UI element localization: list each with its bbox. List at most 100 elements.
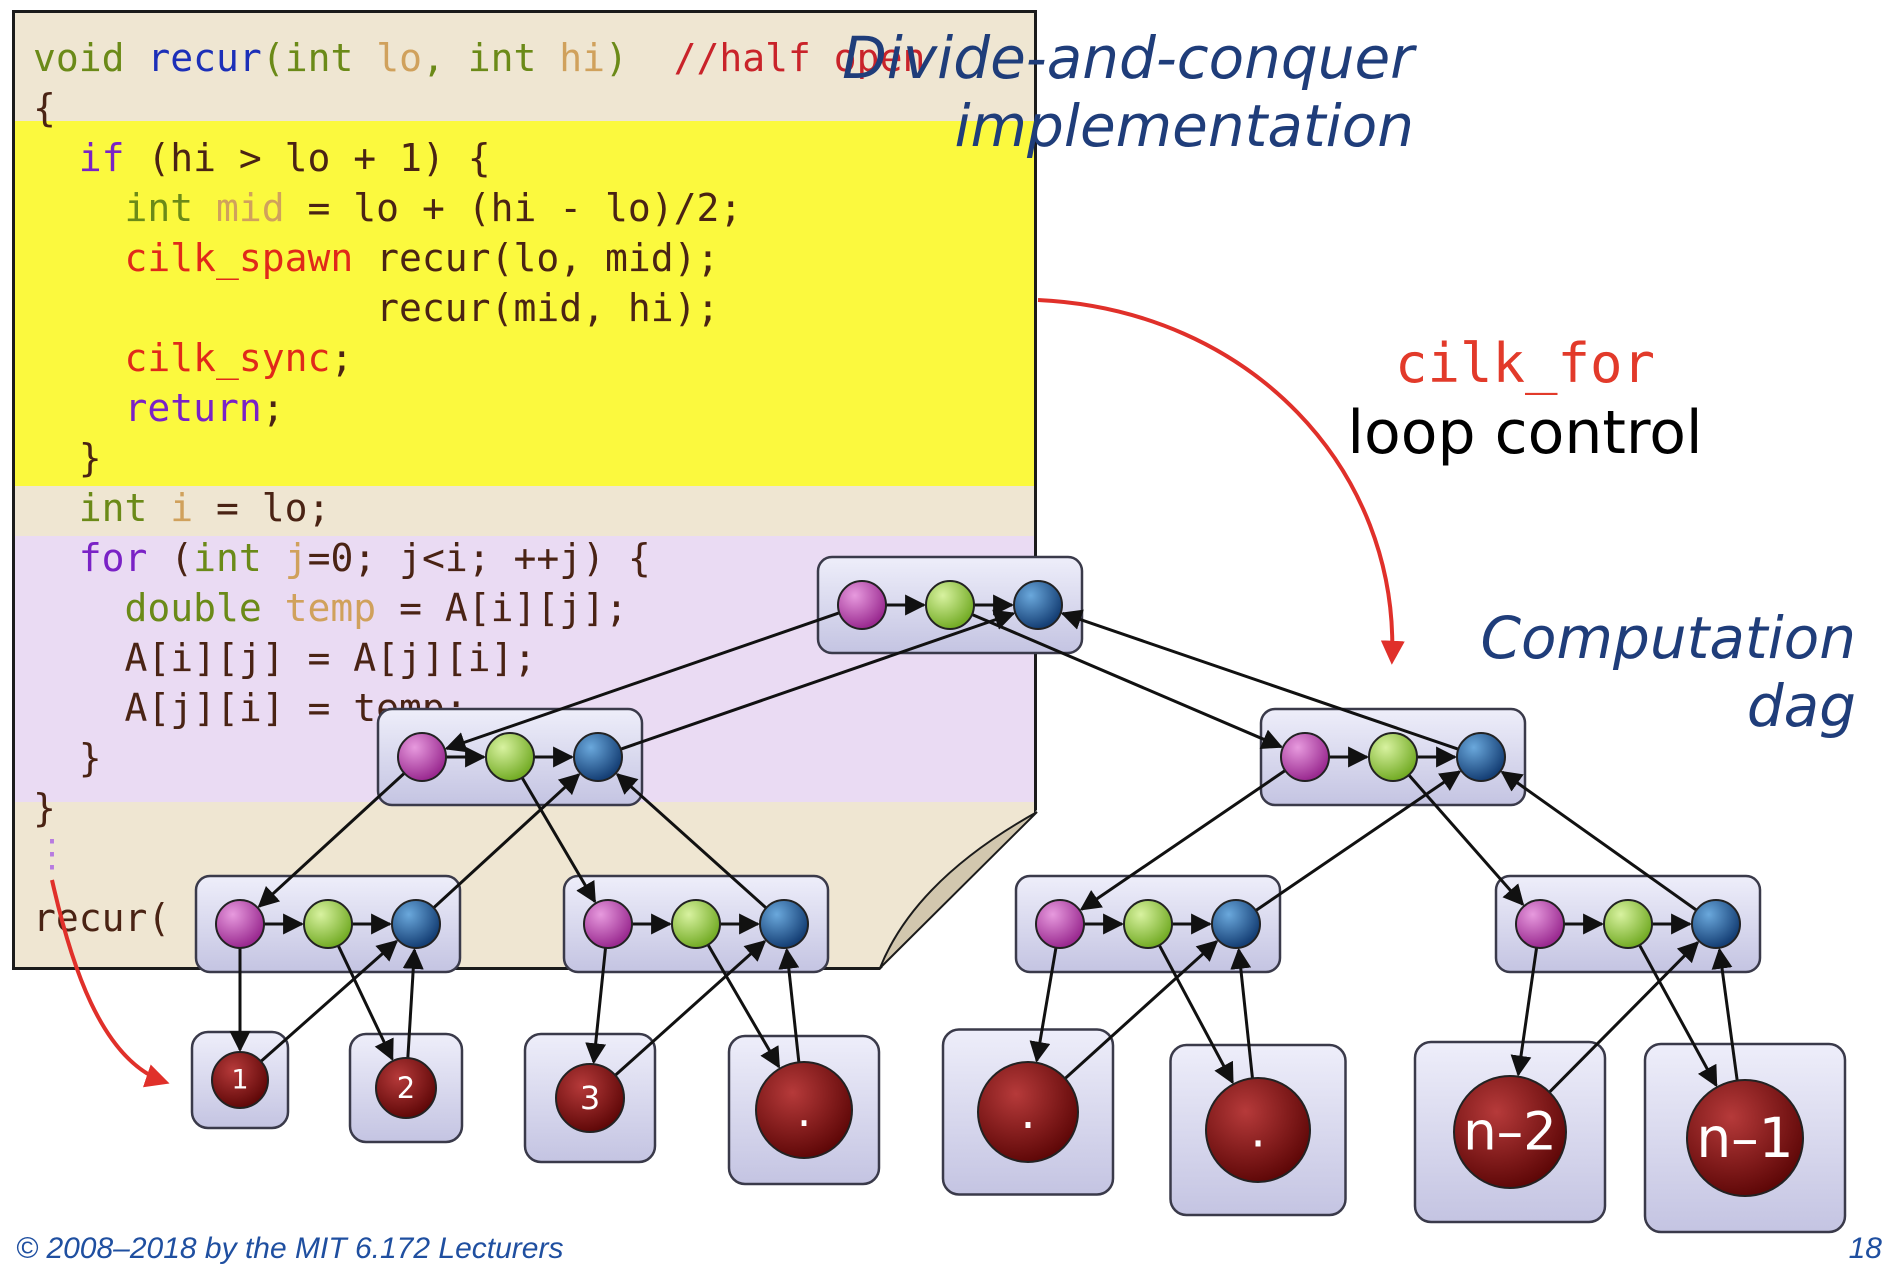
dag-edge: [585, 947, 608, 1065]
dag-edge: [778, 947, 801, 1063]
divide-title-line-1: Divide-and-conquer: [842, 24, 1414, 92]
dag-edge: [520, 776, 597, 904]
code-line-4: int mid = lo + (hi - lo)/2;: [33, 183, 743, 233]
dag-edge: [402, 947, 424, 1059]
code-line-13: A[i][j] = A[j][i];: [33, 633, 537, 683]
dag-edge: [1157, 944, 1234, 1085]
leaf-label: n–2: [1463, 1102, 1557, 1163]
code-line-9: }: [33, 433, 102, 483]
red-arrows: [50, 298, 1405, 1088]
paren: (: [147, 536, 194, 580]
leaf-node: [1453, 1075, 1567, 1189]
open-brace: {: [33, 86, 56, 130]
kw-cilk-spawn: cilk_spawn: [124, 236, 354, 280]
leaf-node: [1686, 1079, 1804, 1197]
semicolon: ;: [330, 336, 354, 380]
continue-strand-node: [303, 899, 353, 949]
code-line-7: cilk_sync;: [33, 333, 354, 383]
page-number: 18: [1848, 1232, 1882, 1265]
paren: (: [261, 36, 285, 80]
close-brace: }: [78, 436, 102, 480]
leaf-node: [555, 1063, 625, 1133]
leaf-label: .: [1250, 1102, 1266, 1159]
leaf-node: [755, 1061, 853, 1159]
close-brace: }: [78, 736, 102, 780]
kw-int: int: [78, 486, 148, 530]
dag-edge: [336, 945, 394, 1061]
code-line-6: recur(mid, hi);: [33, 283, 719, 333]
dag-edge: [432, 773, 581, 909]
computation-dag-title: Computation dag: [1481, 604, 1856, 740]
leaf-label: n–1: [1696, 1106, 1793, 1170]
comment-half-open: //half open: [627, 36, 926, 80]
continue-strand-node: [1368, 732, 1418, 782]
sync-strand-node: [759, 899, 809, 949]
close-brace: }: [33, 786, 56, 830]
code-line-10: int i = lo;: [33, 483, 331, 533]
loop-control-label: loop control: [1347, 398, 1703, 468]
code-line-8: return;: [33, 383, 285, 433]
kw-int: int: [124, 186, 194, 230]
computation-title-line-2: dag: [1746, 672, 1856, 740]
computation-title-line-1: Computation: [1480, 604, 1856, 672]
leaf-node: [977, 1061, 1079, 1163]
var-j: j: [261, 536, 308, 580]
sync-strand-node: [1013, 580, 1063, 630]
sync-strand-node: [1456, 732, 1506, 782]
divide-and-conquer-title: Divide-and-conquer implementation: [842, 24, 1414, 160]
page-curl: [879, 810, 1038, 970]
spawn-strand-node: [837, 580, 887, 630]
fn-recur: recur: [147, 36, 262, 80]
spawn-strand-node: [397, 732, 447, 782]
var-temp: temp: [261, 586, 377, 630]
arrow-to-computation-dag: [1037, 298, 1405, 665]
param-hi: hi: [536, 36, 606, 80]
continue-strand-node: [671, 899, 721, 949]
arrow-call-to-leaf: [50, 879, 170, 1088]
leaf-label: 2: [397, 1071, 415, 1105]
leaf-label: .: [797, 1083, 812, 1137]
sync-strand-node: [391, 899, 441, 949]
dag-edge: [615, 772, 768, 910]
code-line-16: }: [33, 783, 56, 833]
code-line-1: void recur(int lo, int hi) //half open: [33, 33, 925, 83]
leaf-node: [211, 1051, 269, 1109]
code-panel: void recur(int lo, int hi) //half open {…: [12, 10, 1037, 970]
sync-strand-node: [1691, 899, 1741, 949]
code-line-17: ⋮: [33, 828, 71, 878]
leaf-node: [1205, 1077, 1311, 1183]
param-lo: lo: [353, 36, 422, 80]
kw-for: for: [78, 536, 148, 580]
kw-void: void: [33, 36, 125, 80]
page-curl-fold: [879, 811, 1038, 969]
dag-edge: [1510, 947, 1539, 1077]
code-line-12: double temp = A[i][j];: [33, 583, 628, 633]
leaf-node: [375, 1057, 437, 1119]
kw-int: int: [284, 36, 354, 80]
dag-edge: [1029, 947, 1058, 1063]
semicolon: ;: [261, 386, 285, 430]
continue-strand-node: [485, 732, 535, 782]
dag-edge: [1060, 609, 1459, 751]
dag-edge: [1254, 770, 1462, 912]
if-condition: (hi > lo + 1) {: [124, 136, 491, 180]
code-line-2: {: [33, 83, 56, 133]
vertical-ellipsis: ⋮: [33, 831, 71, 875]
i-assign: = lo;: [193, 486, 331, 530]
continue-strand-node: [1123, 899, 1173, 949]
continue-strand-node: [1603, 899, 1653, 949]
dag-edge: [1500, 770, 1698, 912]
kw-int: int: [193, 536, 262, 580]
code-line-3: if (hi > lo + 1) {: [33, 133, 491, 183]
leaf-label: 3: [580, 1079, 600, 1117]
dag-edge: [971, 613, 1284, 749]
kw-double: double: [124, 586, 262, 630]
dag-edge: [1230, 947, 1254, 1079]
recur-call: recur(mid, hi);: [124, 286, 720, 330]
code-line-15: }: [33, 733, 102, 783]
dag-edge: [1407, 774, 1525, 907]
for-header: =0; j<i; ++j) {: [307, 536, 651, 580]
temp-assign: = A[i][j];: [376, 586, 628, 630]
dag-edge: [257, 772, 406, 908]
